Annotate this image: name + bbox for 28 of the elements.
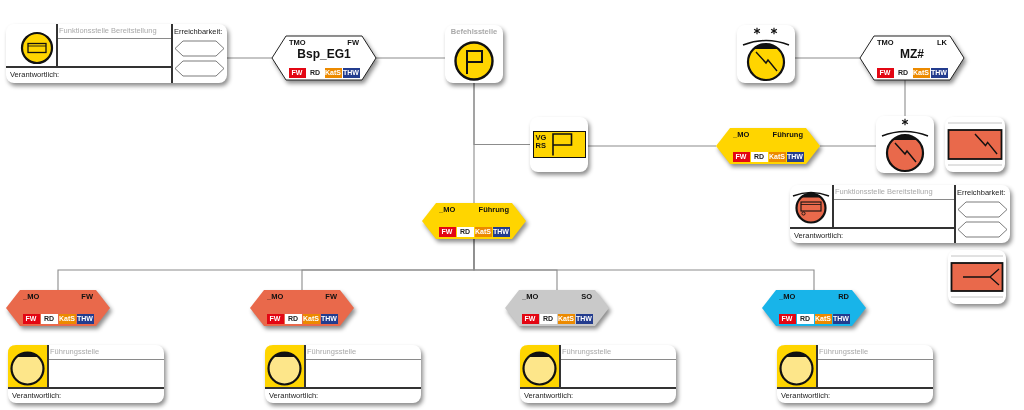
unit-hexagon xyxy=(250,290,354,326)
connector-line xyxy=(904,79,906,117)
connector-line xyxy=(794,57,861,59)
unit-card xyxy=(8,345,164,403)
symbol-tile xyxy=(948,250,1006,304)
connector-line xyxy=(473,82,475,204)
unit-name: MZ# xyxy=(899,48,925,60)
symbol-tile xyxy=(445,25,503,83)
unit-hexagon xyxy=(762,290,866,326)
unit-card xyxy=(6,24,227,83)
connector-line xyxy=(226,57,273,59)
unit-hexagon xyxy=(6,290,110,326)
symbol-tile xyxy=(945,117,1005,172)
connector-line xyxy=(819,145,877,147)
unit-name: Bsp_EG1 xyxy=(296,48,352,60)
connector-line xyxy=(587,145,717,147)
symbol-tile xyxy=(530,117,588,172)
unit-card xyxy=(520,345,676,403)
unit-hexagon xyxy=(505,290,609,326)
connector-line xyxy=(375,57,446,59)
unit-hexagon xyxy=(716,128,820,164)
unit-hexagon xyxy=(860,36,964,80)
unit-hexagon xyxy=(272,36,376,80)
connector-line xyxy=(473,238,815,291)
unit-card xyxy=(265,345,421,403)
unit-hexagon xyxy=(422,203,526,239)
unit-card xyxy=(790,185,1010,243)
unit-card xyxy=(777,345,933,403)
